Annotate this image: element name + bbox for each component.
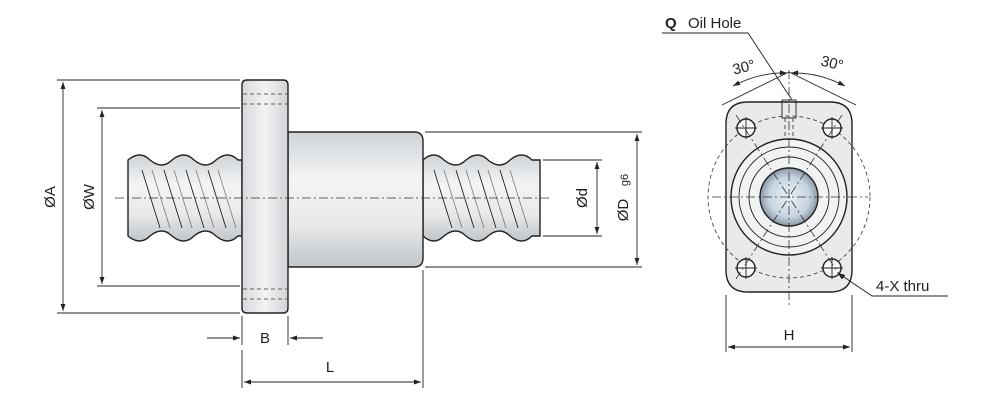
screw-shaft-right: [422, 154, 541, 242]
label-dia-D-tolerance: g6: [619, 174, 631, 186]
oil-hole-callout: Q Oil Hole: [662, 15, 793, 101]
mounting-holes: [735, 117, 843, 279]
diagonal-centerline-2: [735, 114, 843, 280]
label-angle-left: 30°: [731, 57, 757, 79]
nut-body: [287, 131, 424, 268]
label-dia-d: Ød: [574, 188, 591, 208]
label-dia-a: ØA: [42, 186, 59, 208]
label-thru: 4-X thru: [876, 278, 929, 295]
extension-lines: [57, 79, 642, 388]
thru-hole-callout: 4-X thru: [837, 272, 948, 297]
label-h: H: [784, 327, 795, 344]
flange-holes-hidden: [243, 93, 287, 300]
side-view: ØA ØW Ød ØD g6 B L: [42, 79, 642, 388]
h-dimension: H: [725, 295, 853, 352]
label-oil-hole: Oil Hole: [688, 15, 741, 32]
label-l: L: [326, 359, 334, 376]
label-dia-D: ØD: [615, 199, 632, 222]
label-angle-right: 30°: [819, 53, 845, 75]
label-b: B: [260, 330, 270, 347]
label-dia-w: ØW: [81, 183, 98, 210]
label-q: Q: [665, 15, 677, 32]
angle-dimensions: 30° 30°: [721, 53, 857, 106]
front-view: 30° 30° Q Oil Hole 4-X thru H: [662, 15, 948, 352]
flange: [241, 79, 289, 314]
